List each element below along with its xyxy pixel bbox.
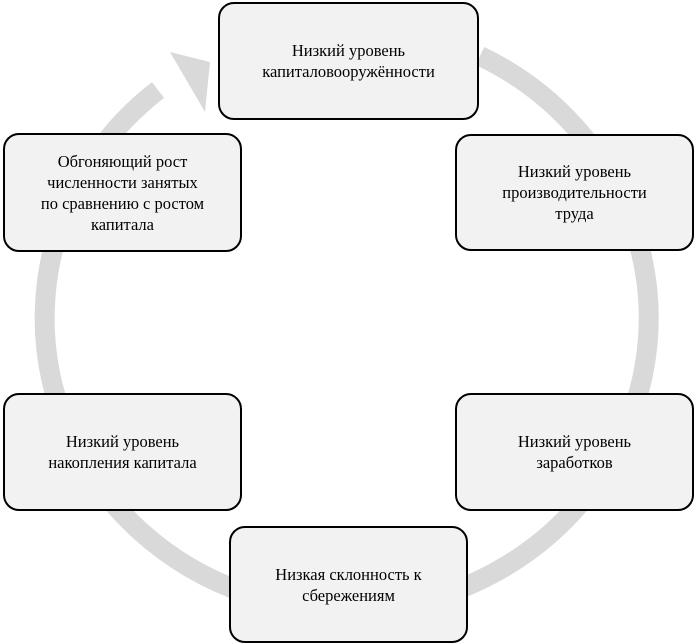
node-outpacing-employment-growth: Обгоняющий рост численности занятых по с…	[3, 133, 242, 252]
node-low-earnings: Низкий уровень заработков	[455, 393, 694, 511]
node-line: численности занятых	[47, 172, 198, 192]
node-low-capital-labor-ratio: Низкий уровень капиталовооружённости	[218, 2, 479, 120]
node-line: накопления капитала	[48, 453, 197, 472]
node-line: заработков	[536, 453, 613, 472]
node-low-propensity-to-save: Низкая склонность к сбережениям	[229, 526, 468, 643]
node-low-labor-productivity: Низкий уровень производительности труда	[455, 134, 694, 251]
node-line: производительности	[502, 183, 647, 202]
node-line: Низкий уровень	[65, 432, 180, 451]
node-line: Низкая склонность к	[275, 564, 422, 584]
node-line: Низкий уровень	[291, 41, 406, 60]
node-line: труда	[555, 204, 594, 223]
node-line: Низкий уровень	[517, 432, 632, 451]
node-line: капиталовооружённости	[262, 62, 435, 81]
node-low-capital-accumulation: Низкий уровень накопления капитала	[3, 393, 242, 511]
node-line: по сравнению с ростом	[40, 193, 205, 213]
node-line: Обгоняющий рост	[57, 151, 188, 171]
node-line: капитала	[91, 214, 154, 234]
cycle-arrowhead-icon	[170, 52, 210, 112]
node-line: Низкий уровень	[517, 162, 632, 181]
node-line: сбережениям	[302, 585, 395, 605]
